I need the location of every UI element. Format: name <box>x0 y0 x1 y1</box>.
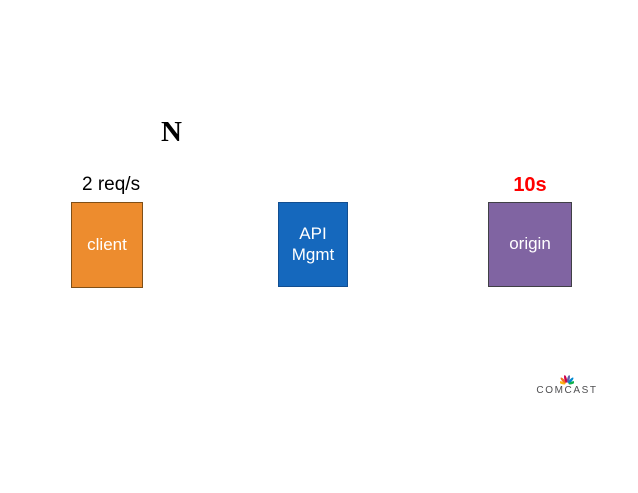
client-rate-label: 2 req/s <box>82 174 141 195</box>
n-annotation: N <box>161 116 182 148</box>
origin-node: origin <box>488 202 572 287</box>
comcast-logo: COMCAST <box>536 375 598 396</box>
api-mgmt-node-label-line1: API <box>299 223 327 243</box>
client-node: client <box>71 202 143 288</box>
comcast-wordmark: COMCAST <box>536 385 598 396</box>
api-mgmt-node: API Mgmt <box>278 202 348 287</box>
nbc-peacock-icon <box>560 375 574 385</box>
api-mgmt-node-label-line2: Mgmt <box>291 244 335 264</box>
origin-node-label: origin <box>509 234 551 254</box>
origin-latency-label: 10s <box>513 174 547 196</box>
client-node-label: client <box>87 234 127 254</box>
